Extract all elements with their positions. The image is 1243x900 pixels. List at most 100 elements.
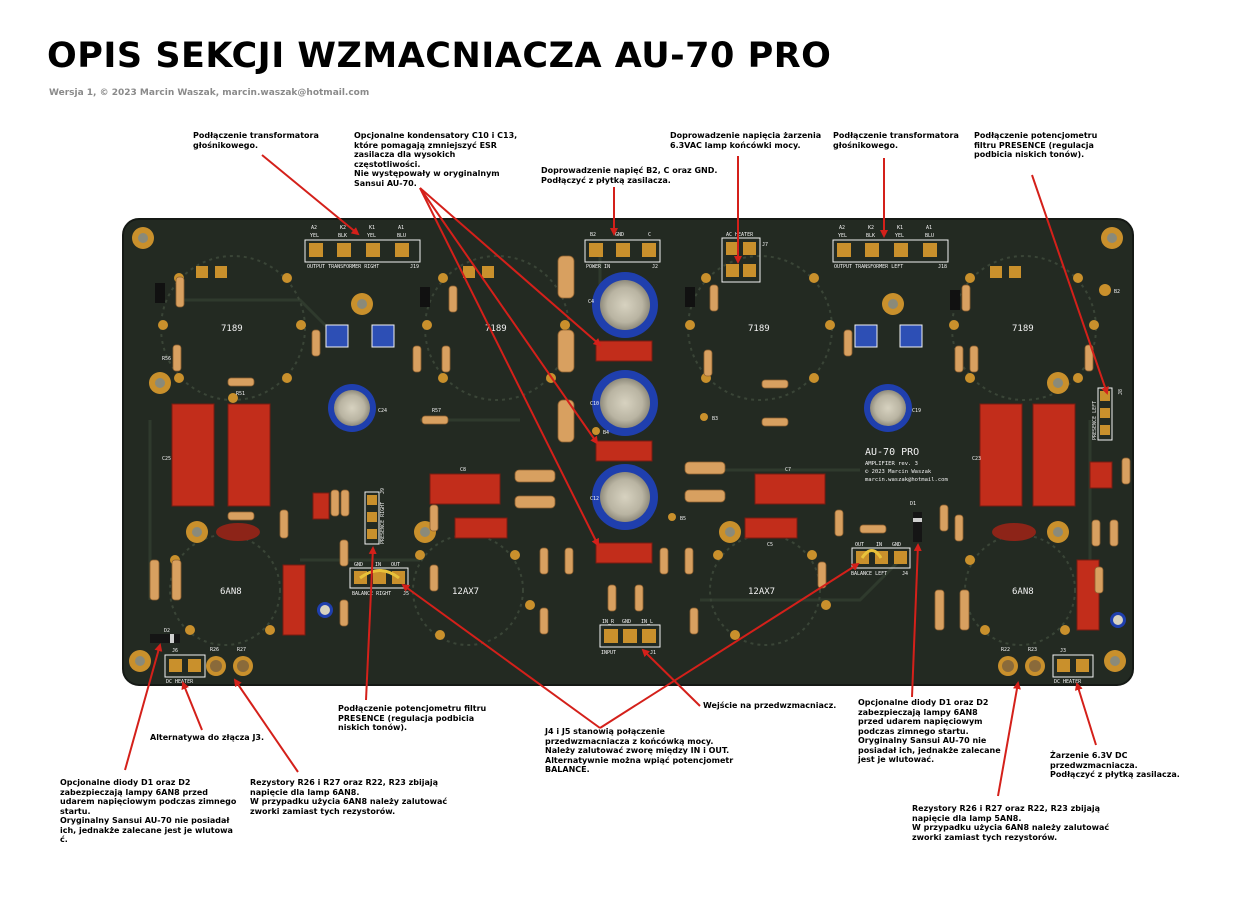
arrow-heater-dc bbox=[1074, 682, 1097, 746]
arrow-resistors-right bbox=[997, 681, 1021, 797]
resistors bbox=[149, 255, 1131, 635]
pcb-j2: J2 bbox=[652, 264, 658, 270]
pcb-j3: J3 bbox=[1060, 648, 1066, 654]
pcb-b4: B4 bbox=[603, 430, 609, 436]
pcb-bal-in-l: IN bbox=[876, 542, 882, 548]
balance-connectors bbox=[349, 547, 911, 589]
arrow-resistors-left bbox=[233, 678, 299, 773]
connector-j1 bbox=[599, 624, 661, 648]
pcb-tube-7189-2: 7189 bbox=[485, 324, 507, 334]
pcb-c5: C5 bbox=[767, 542, 773, 548]
arrow-diodes-right bbox=[911, 543, 922, 698]
pcb-bal-gnd-l: GND bbox=[892, 542, 901, 548]
arrow-presence-left bbox=[1031, 174, 1109, 395]
pcb-j19: J19 bbox=[410, 264, 419, 270]
arrow-transformer-right bbox=[261, 154, 360, 236]
arrow-j5 bbox=[401, 583, 601, 729]
note-heater-dc: Żarzenie 6.3V DC przedwzmacniacza. Podłą… bbox=[1050, 751, 1180, 779]
pcb-j5: J5 bbox=[403, 591, 409, 597]
note-input: Wejście na przedwzmacniacz. bbox=[703, 701, 837, 710]
connector-j2 bbox=[584, 239, 661, 263]
arrow-presence-right bbox=[365, 546, 377, 701]
pcb-tube-6an8-2: 6AN8 bbox=[1012, 587, 1034, 597]
tube-pads bbox=[158, 273, 1099, 640]
pcb-tube-7189-4: 7189 bbox=[1012, 324, 1034, 334]
pcb-bal-out-r: OUT bbox=[391, 562, 400, 568]
pcb-r23-right: R23 bbox=[1028, 647, 1037, 653]
pcb-pin-in-l: IN_L bbox=[641, 619, 653, 625]
pcb-pin-blu-r: BLU bbox=[397, 233, 406, 239]
pcb-balance-left: BALANCE LEFT bbox=[851, 571, 887, 577]
pcb-c19: C19 bbox=[912, 408, 921, 414]
pcb-j9: J9 bbox=[380, 488, 386, 494]
pcb-j18: J18 bbox=[938, 264, 947, 270]
pcb-pin-blk-l: BLK bbox=[866, 233, 875, 239]
pcb-pin-yel-r1: YEL bbox=[310, 233, 319, 239]
pcb-c10: C10 bbox=[590, 401, 599, 407]
pcb-input: INPUT bbox=[601, 650, 616, 656]
note-diodes-right: Opcjonalne diody D1 oraz D2 zabezpieczaj… bbox=[858, 698, 1001, 764]
electrolytic-caps bbox=[317, 272, 1126, 628]
arrow-c10-c13-2 bbox=[419, 187, 599, 445]
pcb-power-in: POWER IN bbox=[586, 264, 610, 270]
arrow-diodes-left bbox=[124, 643, 163, 771]
mounting-holes bbox=[129, 227, 1126, 672]
pcb-presence-left: PRESENCE LEFT bbox=[1092, 401, 1098, 440]
pcb-board-copy: © 2023 Marcin Waszak bbox=[865, 469, 932, 475]
pcb-r27-left: R27 bbox=[237, 647, 246, 653]
pcb-r56: R56 bbox=[162, 356, 171, 362]
disc-caps bbox=[216, 523, 1036, 541]
pcb-pin-k1-l: K1 bbox=[897, 225, 903, 231]
pcb-presence-right: PRESENCE RIGHT bbox=[380, 502, 386, 544]
pcb-c25: C25 bbox=[162, 456, 171, 462]
note-power-b2: Doprowadzenie napięć B2, C oraz GND. Pod… bbox=[541, 166, 718, 185]
pcb-tube-12ax7-1: 12AX7 bbox=[452, 587, 479, 597]
pcb-c8: C8 bbox=[460, 467, 466, 473]
note-resistors-left: Rezystory R26 i R27 oraz R22, R23 zbijaj… bbox=[250, 778, 448, 816]
pcb-bal-out-l: OUT bbox=[855, 542, 864, 548]
arrow-c10-c13-1 bbox=[419, 187, 602, 347]
pcb-pin-a2-l: A2 bbox=[839, 225, 845, 231]
annotation-arrows bbox=[124, 154, 1109, 797]
note-transformer-left: Podłączenie transformatora głośnikowego. bbox=[833, 131, 959, 150]
pcb-pin-gnd-input: GND bbox=[622, 619, 631, 625]
pcb-c23: C23 bbox=[972, 456, 981, 462]
pcb-pin-b2: B2 bbox=[590, 232, 596, 238]
jumpers bbox=[155, 283, 960, 310]
pcb-bal-gnd-r: GND bbox=[354, 562, 363, 568]
connector-j18 bbox=[832, 239, 949, 263]
pcb-j4: J4 bbox=[902, 571, 908, 577]
pcb-j1: J1 bbox=[650, 650, 656, 656]
arrow-j4 bbox=[599, 562, 860, 729]
pcb-c7: C7 bbox=[785, 467, 791, 473]
note-resistors-right: Rezystory R26 i R27 oraz R22, R23 zbijaj… bbox=[912, 804, 1110, 842]
pcb-tube-7189-3: 7189 bbox=[748, 324, 770, 334]
pcb-d1: D1 bbox=[910, 501, 916, 507]
pcb-pin-yel-l1: YEL bbox=[838, 233, 847, 239]
pcb-pin-blu-l: BLU bbox=[925, 233, 934, 239]
note-capacitors-c10-c13: Opcjonalne kondensatory C10 i C13, które… bbox=[354, 131, 518, 188]
arrow-c10-c13-3 bbox=[419, 187, 599, 547]
pad-pairs bbox=[196, 266, 1021, 278]
silkscreen: 7189 7189 7189 7189 12AX7 12AX7 6AN8 6AN… bbox=[162, 225, 1124, 685]
pcb-board-sub: AMPLIFIER rev. 3 bbox=[865, 461, 918, 467]
heater-and-dropper-pads bbox=[164, 654, 1094, 678]
pcb-pin-a2-r: A2 bbox=[311, 225, 317, 231]
pcb-b5: B5 bbox=[680, 516, 686, 522]
pcb-r57: R57 bbox=[432, 408, 441, 414]
arrow-input bbox=[641, 648, 701, 707]
pcb-out-right-label: OUTPUT TRANSFORMER RIGHT bbox=[307, 264, 379, 270]
note-transformer-right: Podłączenie transformatora głośnikowego. bbox=[193, 131, 319, 150]
pcb-tube-7189-1: 7189 bbox=[221, 324, 243, 334]
pcb-board-mail: marcin.waszak@hotmail.com bbox=[865, 477, 948, 483]
pcb-r26-left: R26 bbox=[210, 647, 219, 653]
note-j3-alt: Alternatywa do złącza J3. bbox=[150, 733, 265, 742]
pcb-pin-c: C bbox=[648, 232, 651, 238]
pcb-pin-gnd: GND bbox=[615, 232, 624, 238]
arrow-j3-alt bbox=[181, 681, 203, 731]
note-j4-j5: J4 i J5 stanowią połączenie przedwzmacni… bbox=[545, 727, 734, 774]
pcb-pin-yel-l2: YEL bbox=[895, 233, 904, 239]
pcb-pin-a1-l: A1 bbox=[926, 225, 932, 231]
pcb-tube-6an8-1: 6AN8 bbox=[220, 587, 242, 597]
